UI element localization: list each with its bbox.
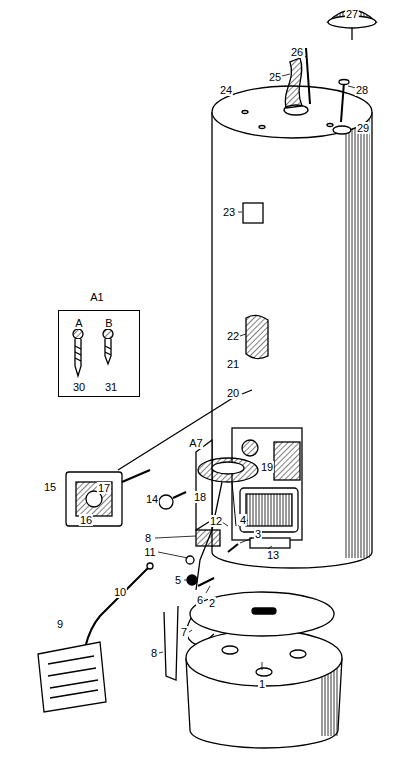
callout-number: 9	[56, 618, 64, 630]
anode-rod	[341, 82, 344, 122]
callout-number: 21	[226, 358, 240, 370]
pilot-assembly	[196, 530, 220, 546]
callout-number: 19	[260, 461, 274, 473]
screw	[228, 544, 238, 552]
callout-number: 25	[268, 71, 282, 83]
callout-number: 28	[355, 84, 369, 96]
gas-valve	[66, 472, 122, 526]
callout-number: 26	[290, 46, 304, 58]
part-label: 30	[72, 381, 86, 393]
inset-heading: A1	[89, 291, 104, 303]
callout-number: A7	[188, 437, 203, 449]
instruction-label	[274, 442, 300, 480]
callout-number: 13	[266, 549, 280, 561]
part-label: A	[74, 317, 83, 329]
callout-number: 16	[79, 514, 93, 526]
callout-number: 18	[193, 491, 207, 503]
callout-number: 11	[143, 546, 156, 558]
hardware-inset: A1AB3031	[58, 310, 140, 397]
rating-plate	[243, 203, 263, 223]
callout-number: 8	[144, 532, 152, 544]
callout-number: 4	[239, 514, 247, 526]
callout-number: 17	[97, 482, 111, 494]
callout-number: 27	[345, 8, 359, 20]
callout-number: 29	[356, 122, 370, 134]
callout-number: 1	[258, 678, 266, 690]
callout-number: 22	[226, 330, 240, 342]
access-area	[232, 428, 302, 540]
nut	[159, 495, 173, 509]
burner	[198, 458, 258, 482]
callout-number: 3	[254, 528, 262, 540]
tank-shading	[345, 118, 370, 558]
hanger-rod	[306, 48, 310, 104]
callout-number: 5	[174, 574, 182, 586]
wire	[164, 606, 178, 680]
callout-number: 7	[180, 626, 188, 638]
callout-number: 20	[226, 387, 240, 399]
part-label: B	[104, 317, 113, 329]
insulation	[246, 315, 268, 358]
callout-number: 2	[208, 597, 216, 609]
combustion-plate	[190, 592, 334, 636]
callout-number: 10	[113, 586, 127, 598]
callout-number: 23	[222, 206, 236, 218]
callout-number: 8	[150, 647, 158, 659]
instruction-booklet	[38, 642, 106, 712]
callout-number: 12	[209, 515, 223, 527]
leader-lines	[155, 16, 356, 670]
part-label: 31	[104, 381, 118, 393]
callout-number: 24	[219, 84, 233, 96]
screw-b	[103, 329, 113, 339]
nipple	[333, 126, 351, 134]
flue-baffle	[285, 58, 302, 108]
screw-a	[73, 329, 83, 339]
tank-body	[212, 112, 372, 568]
callout-number: 14	[145, 493, 159, 505]
callout-number: 6	[196, 594, 204, 606]
callout-number: 15	[43, 481, 57, 493]
